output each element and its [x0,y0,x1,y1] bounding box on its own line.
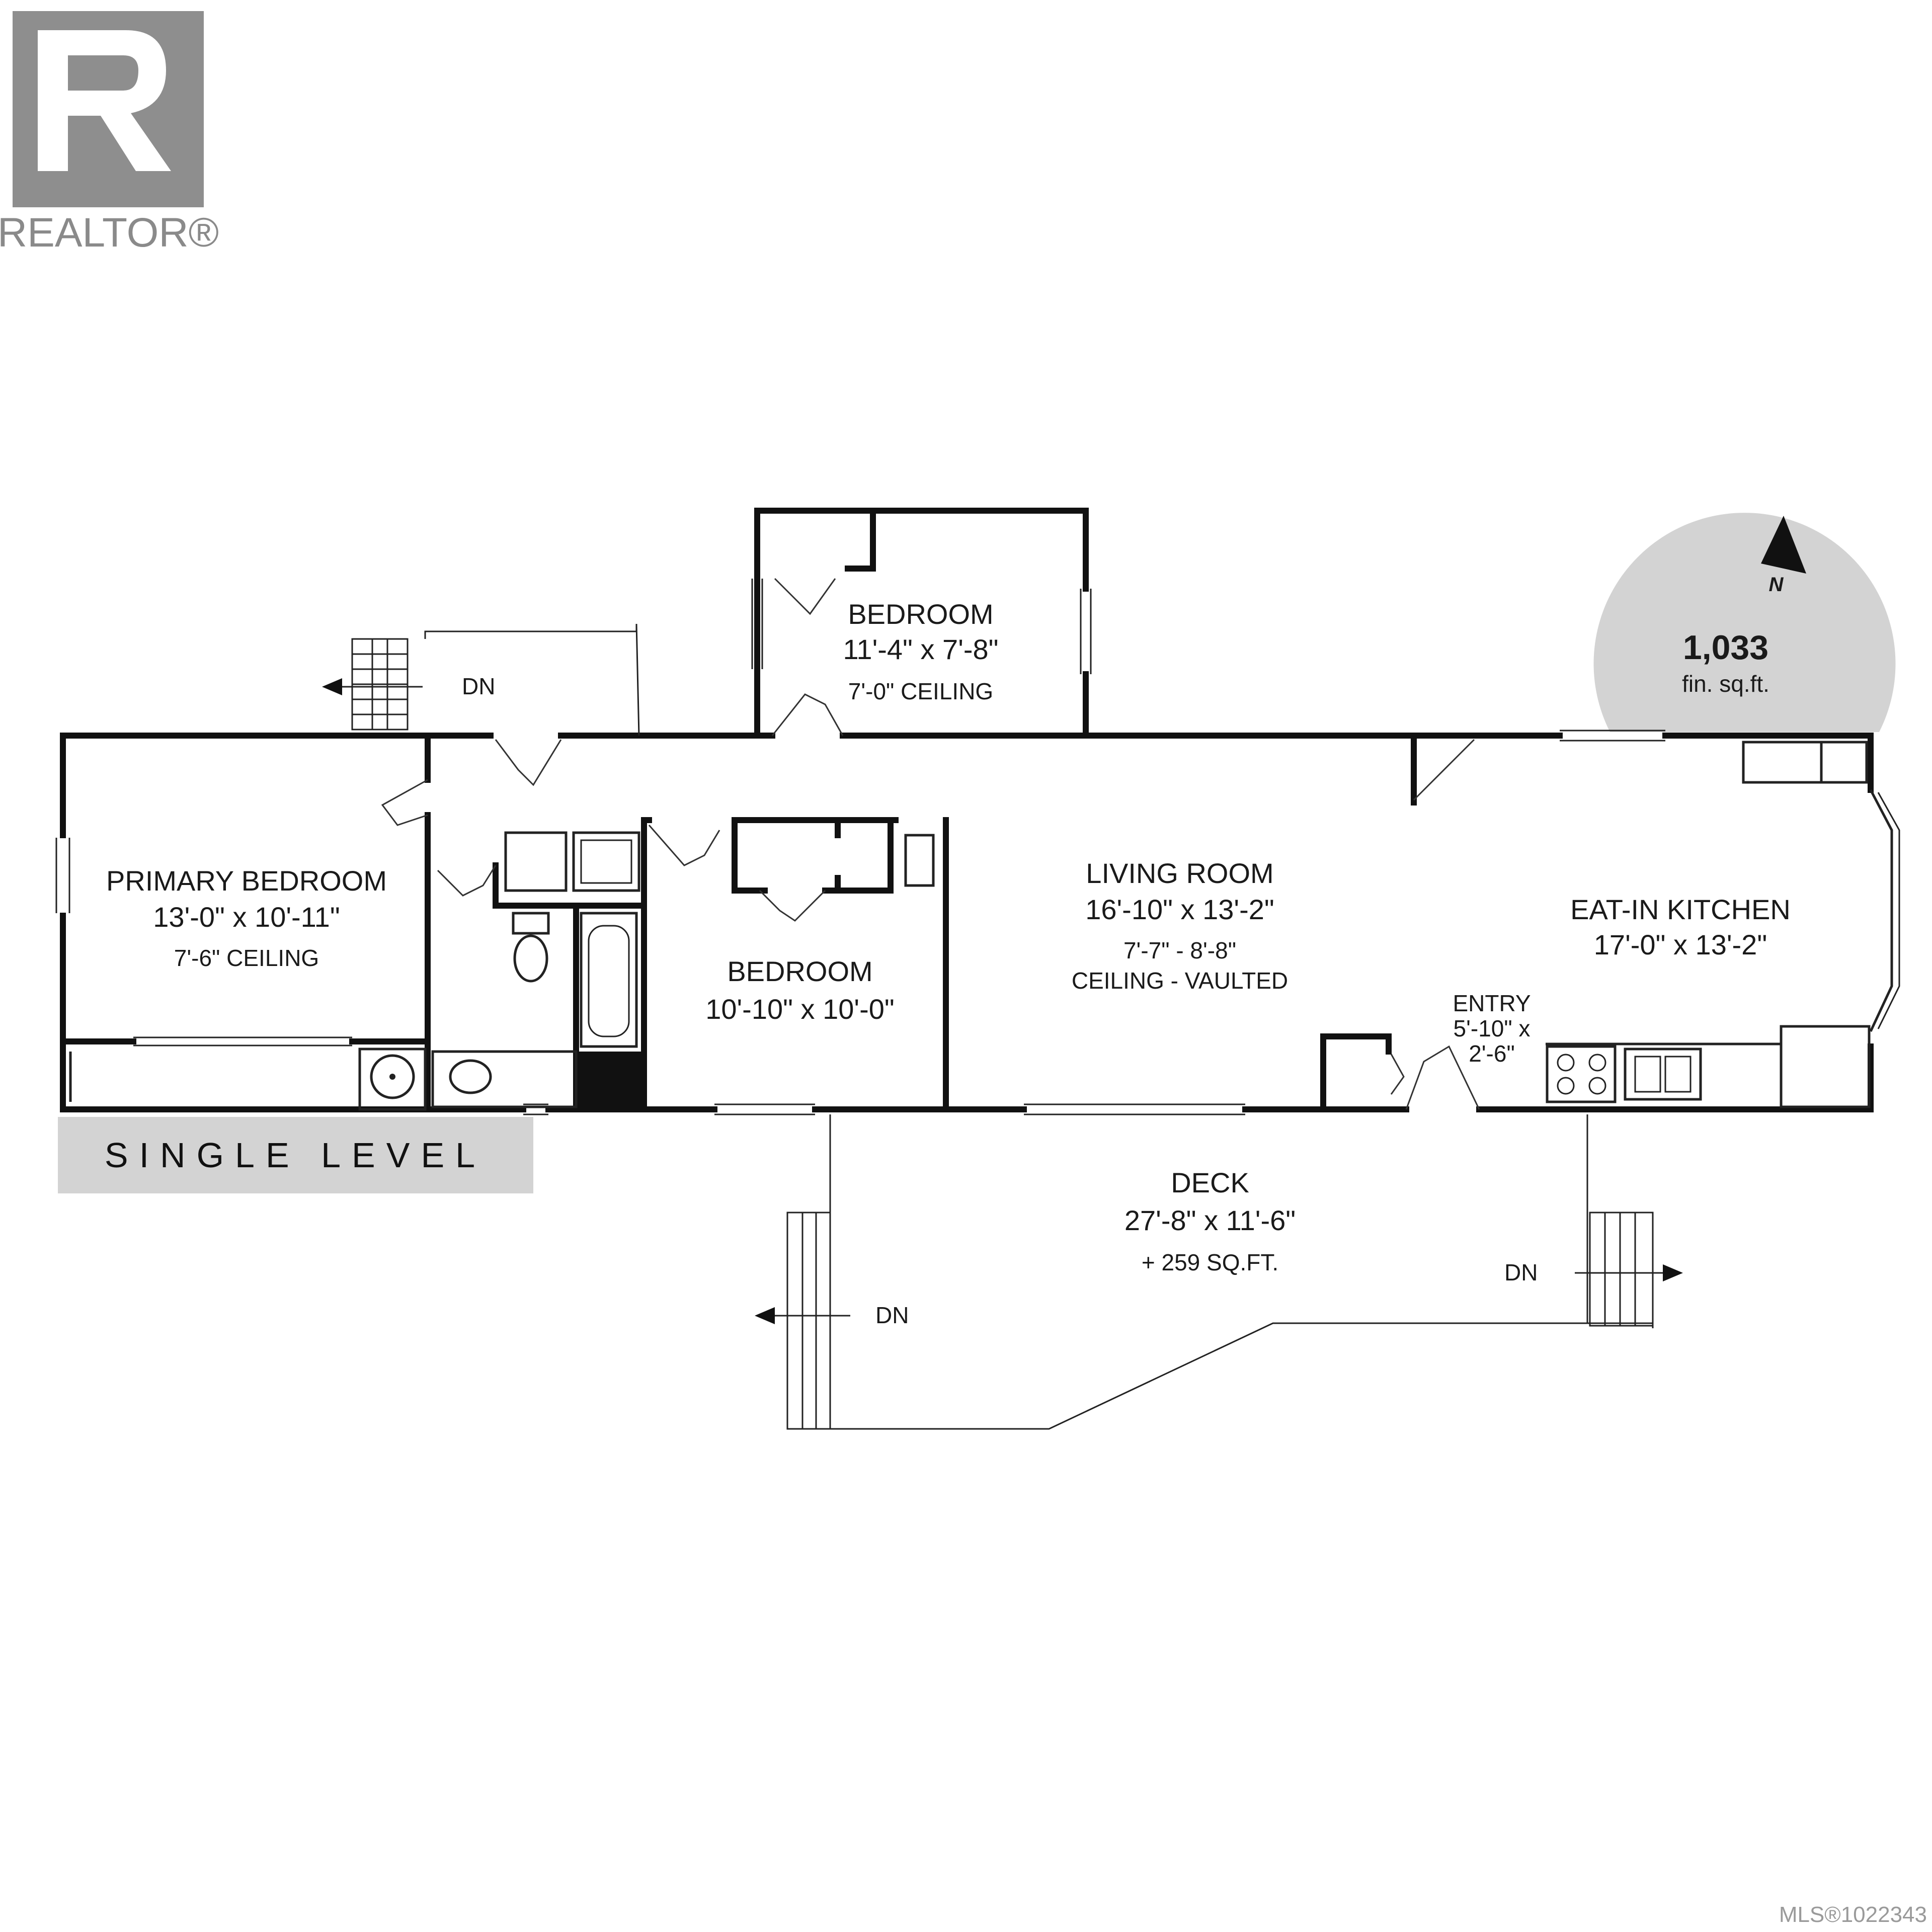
primary-bedroom-dims: 13'-0" x 10'-11" [153,901,340,933]
label-entry: ENTRY 5'-10" x 2'-6" [1453,990,1531,1067]
bedroom-top-dims: 11'-4" x 7'-8" [843,633,998,665]
deck-area: + 259 SQ.FT. [1142,1249,1278,1275]
area-badge: 1,033 fin. sq.ft. N [1593,513,1896,732]
area-unit: fin. sq.ft. [1682,671,1769,697]
kitchen-name: EAT-IN KITCHEN [1570,894,1791,925]
label-bedroom-mid: BEDROOM 10'-10" x 10'-0" [705,955,895,1025]
stairs-down-arrow-icon [322,678,342,695]
deck-right-dn-label: DN [1504,1259,1538,1285]
label-kitchen: EAT-IN KITCHEN 17'-0" x 13'-2" [1570,894,1791,960]
entry-dims-1: 5'-10" x [1454,1015,1531,1041]
living-room-dims: 16'-10" x 13'-2" [1085,894,1274,925]
label-deck: DECK 27'-8" x 11'-6" + 259 SQ.FT. [1124,1167,1296,1275]
stairs-top-dn-label: DN [462,673,495,699]
label-bedroom-top: BEDROOM 11'-4" x 7'-8" 7'-0" CEILING [843,598,998,704]
deck-left-stairs-arrow-icon [755,1307,775,1324]
kitchen-dims: 17'-0" x 13'-2" [1594,929,1767,960]
fixtures [358,741,1871,1111]
living-room-ceiling-2: CEILING - VAULTED [1072,968,1288,994]
mls-number: MLS®1022343 [1779,1902,1927,1927]
deck-dims: 27'-8" x 11'-6" [1124,1204,1296,1236]
bedroom-mid-name: BEDROOM [727,955,872,987]
deck-left-dn-label: DN [875,1302,909,1328]
windows [55,579,1665,1115]
compass-arrow-icon [1761,516,1806,574]
primary-bedroom-name: PRIMARY BEDROOM [106,865,387,897]
level-label-text: SINGLE LEVEL [105,1136,486,1175]
label-living-room: LIVING ROOM 16'-10" x 13'-2" 7'-7" - 8'-… [1072,857,1288,994]
top-left-stairs: DN [322,623,640,736]
bedroom-mid-dims: 10'-10" x 10'-0" [705,993,895,1025]
interior-walls [60,508,1417,1112]
doors [381,578,1480,1110]
entry-name: ENTRY [1453,990,1531,1016]
realtor-r-logo-icon [38,30,171,171]
compass-label: N [1769,574,1784,596]
label-primary-bedroom: PRIMARY BEDROOM 13'-0" x 10'-11" 7'-6" C… [106,865,387,971]
bedroom-top-name: BEDROOM [848,598,993,630]
realtor-logo-text: REALTOR® [0,210,219,256]
living-room-name: LIVING ROOM [1086,857,1273,889]
deck-name: DECK [1171,1167,1249,1198]
living-room-ceiling-1: 7'-7" - 8'-8" [1123,937,1236,963]
bedroom-top-ceiling: 7'-0" CEILING [848,678,993,704]
entry-dims-2: 2'-6" [1469,1040,1515,1067]
deck: DN DN [755,1114,1683,1430]
deck-right-stairs-arrow-icon [1663,1264,1683,1281]
area-value: 1,033 [1683,628,1768,667]
realtor-logo: REALTOR® [0,11,219,256]
level-label: SINGLE LEVEL [58,1117,533,1193]
primary-bedroom-ceiling: 7'-6" CEILING [174,945,319,971]
